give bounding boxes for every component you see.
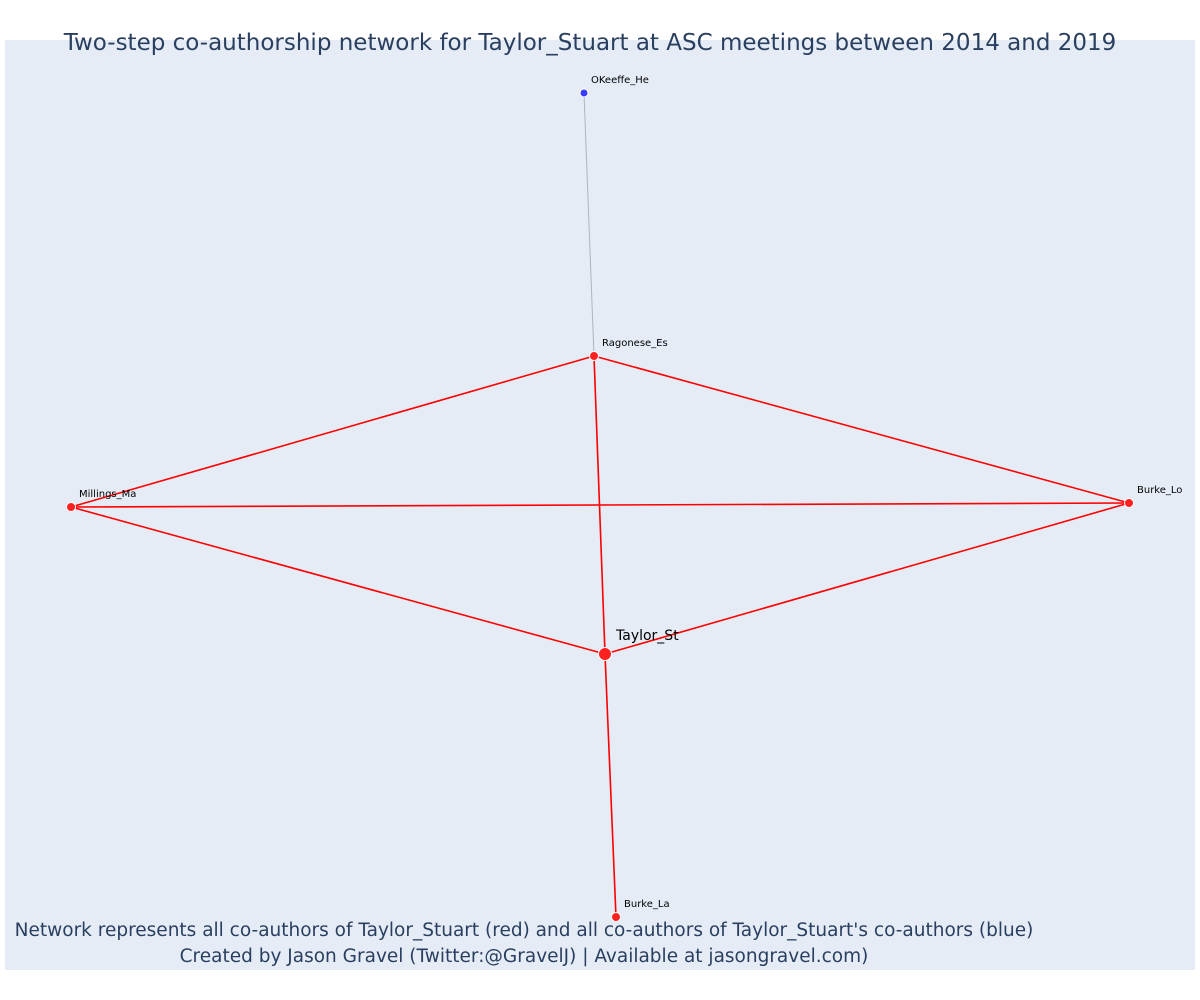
edge-Ragonese_Es-Burke_Lo [593,355,1130,504]
node-label-Ragonese_Es: Ragonese_Es [602,338,668,349]
edge-Taylor_St-Millings_Ma [70,506,606,655]
edge-Ragonese_Es-Millings_Ma [70,355,595,508]
chart-caption: Network represents all co-authors of Tay… [13,918,1035,970]
edge-Ragonese_Es-OKeeffe_He [583,92,595,357]
node-OKeeffe_He[interactable] [579,88,589,98]
chart-title: Two-step co-authorship network for Taylo… [63,30,1117,56]
node-Taylor_St[interactable] [598,647,612,661]
edges-layer [70,92,1130,918]
node-Burke_La[interactable] [611,912,621,922]
node-label-Millings_Ma: Millings_Ma [79,489,136,500]
node-label-Taylor_St: Taylor_St [615,628,679,644]
node-label-Burke_La: Burke_La [624,899,670,910]
edge-Millings_Ma-Burke_Lo [70,502,1130,508]
node-Ragonese_Es[interactable] [589,351,599,361]
node-Burke_Lo[interactable] [1124,498,1134,508]
edge-Taylor_St-Burke_La [604,653,617,918]
nodes-layer [66,88,1134,922]
node-label-OKeeffe_He: OKeeffe_He [591,75,649,86]
node-label-Burke_Lo: Burke_Lo [1137,485,1182,496]
node-Millings_Ma[interactable] [66,502,76,512]
caption-line-2: Created by Jason Gravel (Twitter:@Gravel… [179,946,869,967]
edge-Taylor_St-Burke_Lo [604,502,1130,655]
caption-line-1: Network represents all co-authors of Tay… [14,920,1034,941]
